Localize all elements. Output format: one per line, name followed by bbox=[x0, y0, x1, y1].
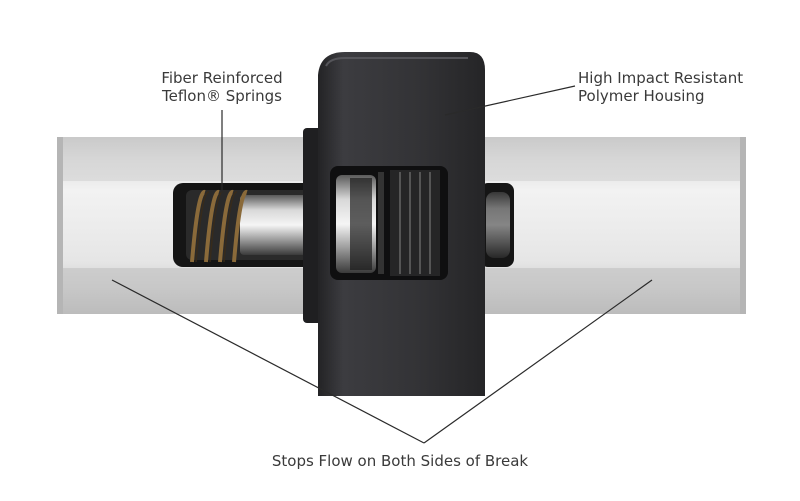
polymer-housing bbox=[303, 52, 485, 396]
spring-coils bbox=[190, 190, 248, 263]
housing-label: High Impact Resistant Polymer Housing bbox=[578, 69, 743, 105]
spring-cutaway-left bbox=[173, 183, 313, 267]
stops-flow-label: Stops Flow on Both Sides of Break bbox=[271, 452, 529, 470]
stops-leader-line-left bbox=[111, 279, 425, 444]
housing-label-line-2: Polymer Housing bbox=[578, 87, 705, 105]
right-aluminum-fitting bbox=[478, 137, 746, 314]
housing-label-line-1: High Impact Resistant bbox=[578, 69, 744, 87]
springs-label-line-1: Fiber Reinforced bbox=[161, 69, 283, 87]
valve-cutaway-right bbox=[480, 183, 514, 267]
stops-leader-line-right bbox=[423, 279, 653, 444]
leader-lines bbox=[111, 85, 653, 444]
housing-leader-line bbox=[444, 85, 576, 116]
springs-label: Fiber Reinforced Teflon® Springs bbox=[152, 69, 292, 105]
springs-label-line-2: Teflon® Springs bbox=[162, 87, 282, 105]
